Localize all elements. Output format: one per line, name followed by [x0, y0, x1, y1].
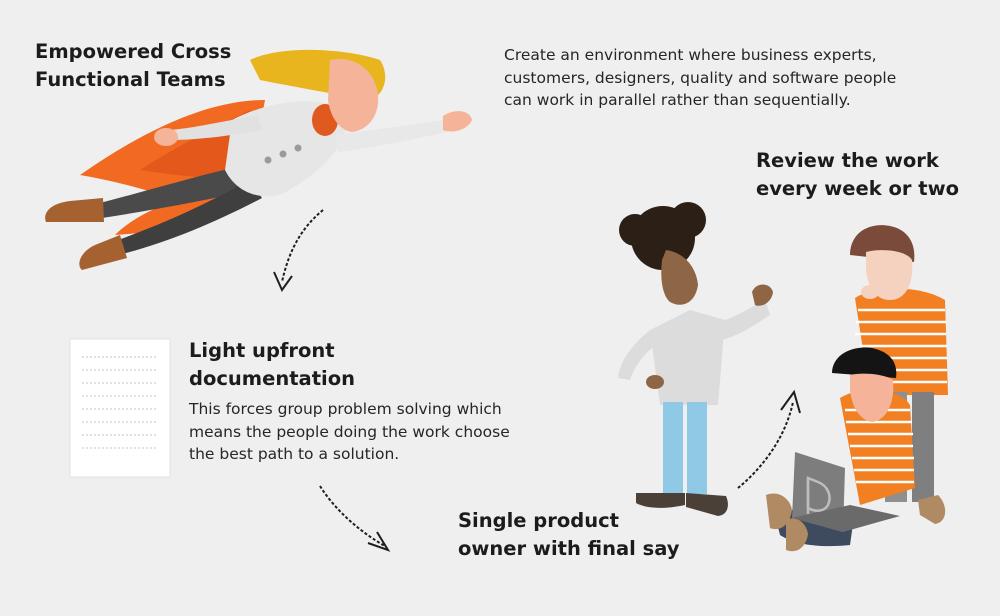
document-page-icon: [69, 338, 171, 478]
brand-logo-icon: [806, 476, 831, 514]
teams-heading-line-1: Empowered Cross: [35, 40, 232, 63]
teams-description: Create an environment where business exp…: [504, 44, 984, 112]
superhero-illustration: [45, 49, 472, 270]
documentation-heading-line-1: Light upfront: [189, 339, 335, 362]
team-meeting-illustration: [618, 202, 948, 552]
teams-description-line-1: Create an environment where business exp…: [504, 46, 877, 64]
owner-heading-line-2: owner with final say: [458, 537, 680, 560]
teams-heading-line-2: Functional Teams: [35, 68, 226, 91]
review-heading-line-1: Review the work: [756, 149, 939, 172]
teams-description-line-2: customers, designers, quality and softwa…: [504, 68, 897, 87]
curved-arrow-icon: [737, 389, 801, 489]
curved-arrow-icon: [319, 485, 391, 552]
documentation-heading-line-2: documentation: [189, 367, 355, 390]
curved-arrow-icon: [273, 209, 324, 293]
owner-heading-line-1: Single product: [458, 509, 619, 532]
documentation-description-line-1: This forces group problem solving which: [189, 400, 502, 418]
documentation-description-line-2: means the people doing the work choose: [189, 422, 510, 441]
review-heading-line-2: every week or two: [756, 177, 960, 200]
documentation-description-line-3: the best path to a solution.: [189, 445, 400, 463]
teams-description-line-3: can work in parallel rather than sequent…: [504, 91, 851, 109]
documentation-description: This forces group problem solving which …: [189, 398, 549, 466]
